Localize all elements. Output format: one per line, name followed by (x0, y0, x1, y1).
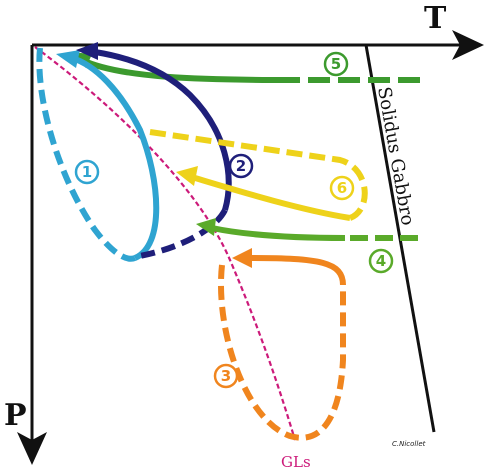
svg-text:4: 4 (376, 252, 386, 270)
gls-label: GLs (281, 453, 311, 471)
label-5-badge: 5 (323, 51, 349, 77)
t-axis-label: T (424, 1, 447, 36)
path-1 (36, 47, 160, 262)
label-3-badge: 3 (213, 363, 239, 389)
gls-curve (34, 46, 297, 441)
solidus-label: Solidus Gabbro (373, 85, 418, 227)
path-3 (218, 248, 346, 441)
svg-text:5: 5 (331, 55, 341, 73)
label-4-badge: 4 (368, 248, 394, 274)
p-axis-label: P (4, 398, 27, 433)
svg-text:2: 2 (236, 157, 246, 175)
label-1-badge: 1 (74, 159, 100, 185)
p-axis-arrow-icon (17, 432, 47, 465)
svg-text:1: 1 (82, 163, 92, 181)
t-axis-arrow-icon (452, 30, 484, 60)
path-4 (196, 218, 418, 241)
label-6-badge: 6 (329, 175, 355, 201)
label-2-badge: 2 (228, 153, 254, 179)
svg-text:3: 3 (221, 367, 231, 385)
path-2 (76, 42, 232, 259)
signature: C.Nicollet (392, 440, 426, 448)
path-6 (149, 129, 368, 221)
svg-text:6: 6 (337, 179, 347, 197)
